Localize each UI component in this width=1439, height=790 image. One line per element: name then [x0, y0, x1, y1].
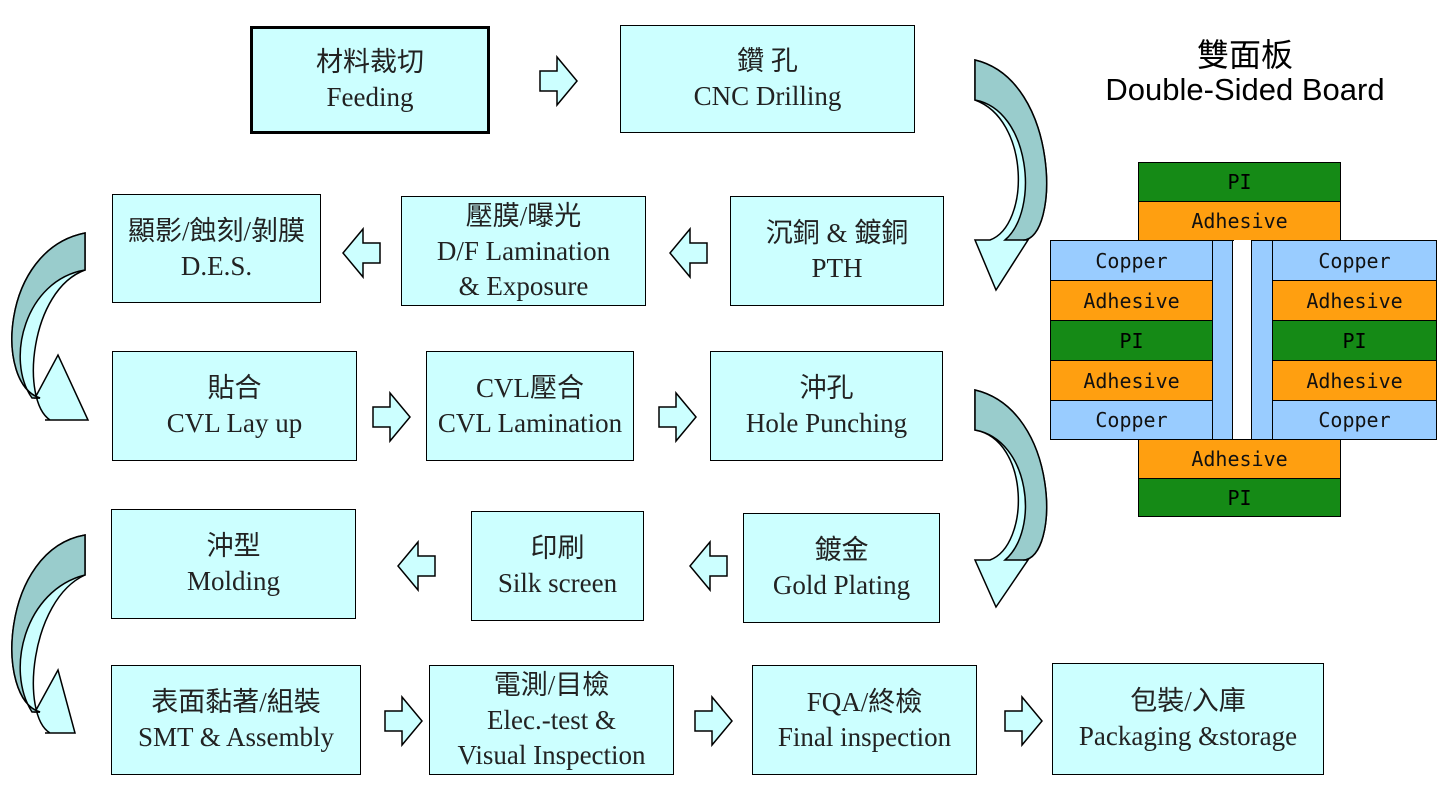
step-hole-punching-zh: 沖孔 [799, 373, 854, 403]
step-df: 壓膜/曝光 D/F Lamination & Exposure [401, 196, 646, 306]
arrow-left-gold-to-silk [689, 541, 728, 591]
layer-adhesive-top: Adhesive [1138, 201, 1341, 241]
layer-pi-bottom: PI [1138, 478, 1341, 517]
step-des: 顯影/蝕刻/剝膜 D.E.S. [112, 194, 321, 303]
step-pth: 沉銅 & 鍍銅 PTH [730, 196, 944, 306]
step-fqa: FQA/終檢 Final inspection [752, 665, 977, 775]
curved-arrow-punch-to-gold [973, 389, 1048, 609]
step-molding-zh: 沖型 [206, 531, 261, 561]
arrow-left-pth-to-df [669, 228, 708, 278]
arrow-right-etest-to-fqa [694, 696, 733, 746]
diagram-title-en: Double-Sided Board [1105, 72, 1385, 107]
step-silk-screen-zh: 印刷 [530, 533, 585, 563]
step-pth-zh: 沉銅 & 鍍銅 [765, 218, 909, 248]
step-packaging-en: Packaging &storage [1078, 721, 1298, 751]
step-packaging: 包裝/入庫 Packaging &storage [1052, 663, 1324, 775]
step-cvl-layup-zh: 貼合 [207, 373, 262, 403]
step-gold-plating: 鍍金 Gold Plating [743, 513, 940, 623]
step-feeding-en: Feeding [326, 82, 414, 112]
step-gold-plating-zh: 鍍金 [814, 535, 869, 565]
layer-pi-right: PI [1272, 320, 1437, 361]
step-elec-test-zh: 電測/目檢 [493, 669, 610, 700]
via-wall-left [1212, 240, 1233, 440]
layer-adhesive-left-1: Adhesive [1050, 280, 1213, 321]
arrow-right-smt-to-etest [384, 696, 423, 746]
step-drilling-en: CNC Drilling [693, 81, 842, 111]
step-elec-test-en2: Visual Inspection [457, 739, 646, 770]
diagram-title-zh: 雙面板 [1196, 36, 1293, 74]
step-df-en2: & Exposure [458, 270, 589, 301]
step-des-en: D.E.S. [180, 250, 253, 281]
via-hole [1234, 240, 1251, 440]
step-cvl-layup-en: CVL Lay up [166, 408, 303, 438]
arrow-right-fqa-to-pack [1004, 696, 1043, 746]
layer-adhesive-right-2: Adhesive [1272, 360, 1437, 401]
layer-adhesive-bottom: Adhesive [1138, 439, 1341, 479]
step-cvl-lamination-en: CVL Lamination [437, 408, 623, 438]
step-hole-punching: 沖孔 Hole Punching [710, 351, 943, 461]
step-smt-assembly-zh: 表面黏著/組裝 [151, 687, 321, 717]
step-smt-assembly: 表面黏著/組裝 SMT & Assembly [111, 665, 361, 775]
step-molding: 沖型 Molding [111, 509, 356, 619]
step-hole-punching-en: Hole Punching [745, 408, 908, 438]
layer-pi-top: PI [1138, 162, 1341, 202]
step-feeding: 材料裁切 Feeding [250, 26, 490, 134]
step-cvl-lamination: CVL壓合 CVL Lamination [426, 351, 634, 461]
step-drilling-zh: 鑽 孔 [737, 46, 798, 76]
layer-copper-left-2: Copper [1050, 400, 1213, 440]
via-wall-right [1251, 240, 1273, 440]
step-gold-plating-en: Gold Plating [772, 570, 911, 600]
step-packaging-zh: 包裝/入庫 [1130, 686, 1246, 716]
curved-arrow-des-to-layup [11, 232, 90, 421]
step-smt-assembly-en: SMT & Assembly [137, 722, 335, 752]
layer-copper-right-1: Copper [1272, 240, 1437, 281]
step-cvl-layup: 貼合 CVL Lay up [112, 351, 357, 461]
layer-copper-left-1: Copper [1050, 240, 1213, 281]
arrow-left-df-to-des [342, 228, 381, 278]
step-fqa-zh: FQA/終檢 [806, 687, 923, 717]
layer-adhesive-left-2: Adhesive [1050, 360, 1213, 401]
arrow-right-layup-to-lamination [372, 392, 411, 442]
step-feeding-zh: 材料裁切 [316, 47, 424, 77]
step-cvl-lamination-zh: CVL壓合 [476, 373, 584, 403]
step-molding-en: Molding [186, 566, 280, 596]
step-silk-screen-en: Silk screen [497, 568, 618, 598]
layer-pi-left: PI [1050, 320, 1213, 361]
step-elec-test: 電測/目檢 Elec.-test & Visual Inspection [429, 665, 674, 775]
arrow-left-silk-to-molding [397, 541, 436, 591]
step-fqa-en: Final inspection [777, 722, 952, 752]
curved-arrow-drilling-to-pth [973, 59, 1048, 292]
curved-arrow-molding-to-smt [11, 534, 86, 734]
step-drilling: 鑽 孔 CNC Drilling [620, 25, 915, 133]
step-des-zh: 顯影/蝕刻/剝膜 [127, 215, 305, 246]
step-silk-screen: 印刷 Silk screen [471, 511, 644, 621]
step-pth-en: PTH [811, 253, 863, 283]
step-elec-test-en1: Elec.-test & [487, 704, 616, 735]
arrow-right-feeding-to-drilling [539, 56, 578, 106]
arrow-right-lamination-to-punch [658, 392, 697, 442]
step-df-en1: D/F Lamination [436, 235, 611, 266]
layer-adhesive-right-1: Adhesive [1272, 280, 1437, 321]
step-df-zh: 壓膜/曝光 [465, 200, 582, 231]
layer-copper-right-2: Copper [1272, 400, 1437, 440]
